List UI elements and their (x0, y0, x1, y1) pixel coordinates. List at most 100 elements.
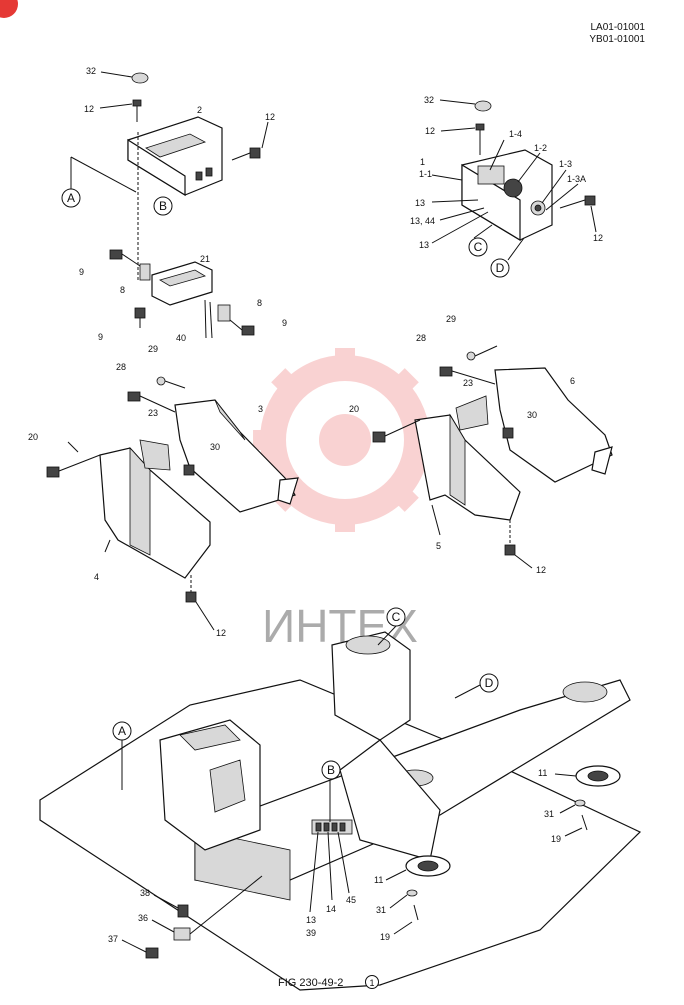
leaders-right-console (431, 139, 579, 261)
control-tower-left (159, 719, 261, 851)
part-label: 38 (140, 888, 150, 898)
part-label: 11 (538, 768, 547, 778)
caption-text: FIG 230-49-2 (278, 977, 343, 989)
part-label: 39 (306, 928, 316, 938)
svg-text:B: B (327, 763, 335, 777)
part-label: 3 (258, 404, 263, 414)
corner-red-mark (0, 0, 18, 18)
callout-c-top: C (468, 237, 488, 257)
part-label: 23 (463, 378, 473, 388)
part-label: 14 (326, 904, 336, 914)
part-label: 29 (148, 344, 158, 354)
part-label: 8 (120, 285, 125, 295)
callout-b-top: B (153, 196, 173, 216)
part-label: 12 (84, 104, 94, 114)
part-label: 31 (544, 809, 554, 819)
part-label: 19 (551, 834, 561, 844)
speaker-11-upper (554, 765, 621, 837)
hardware-left-mid (46, 376, 215, 631)
part-label: 4 (94, 572, 99, 582)
latch-36-37-38 (121, 875, 263, 959)
console-panel-left (127, 116, 223, 197)
svg-text:D: D (485, 676, 494, 690)
callout-c-bottom: C (386, 607, 406, 627)
figure-caption: FIG 230-49-2 1 (278, 975, 379, 989)
callout-d-top: D (490, 258, 510, 278)
model-code-1: LA01-01001 (591, 22, 646, 33)
part-label: 2 (197, 105, 202, 115)
svg-text:A: A (118, 724, 126, 738)
control-tower-right (331, 631, 441, 861)
part-label: 30 (527, 410, 537, 420)
screw-12-right-side (559, 195, 597, 233)
part-label: 13 (419, 240, 429, 250)
pad-23-left (139, 439, 171, 471)
part-label: 1-3A (567, 174, 586, 184)
part-label: 23 (148, 408, 158, 418)
svg-text:C: C (474, 240, 483, 254)
part-label: 20 (28, 432, 38, 442)
part-label: 32 (86, 66, 96, 76)
part-label: 8 (257, 298, 262, 308)
part-label: 37 (108, 934, 118, 944)
part-label: 30 (210, 442, 220, 452)
pad-23-right (455, 395, 489, 431)
part-label: 28 (416, 333, 426, 343)
callout-a-top: A (61, 188, 81, 208)
switch-block-21 (139, 261, 231, 339)
bracket-3 (174, 399, 299, 513)
part-label: 9 (282, 318, 287, 328)
part-label: 12 (536, 565, 546, 575)
part-label: 36 (138, 913, 148, 923)
side-panel-5 (414, 413, 521, 521)
hardware-right-mid (372, 345, 533, 569)
part-label: 12 (265, 112, 275, 122)
bolts-9-left (109, 249, 255, 336)
speaker-11-lower (385, 855, 451, 935)
part-label: 12 (216, 628, 226, 638)
part-label: 28 (116, 362, 126, 372)
part-label: 9 (79, 267, 84, 277)
part-label: 1-4 (509, 129, 522, 139)
part-label: 6 (570, 376, 575, 386)
switch-row-13-14-45 (309, 819, 353, 913)
svg-text:D: D (496, 261, 505, 275)
part-label: 1-1 (419, 169, 432, 179)
callout-a-bottom: A (112, 721, 132, 741)
part-number-labels: 32 12 2 12 21 9 8 8 9 40 9 32 12 1-4 1-2… (28, 66, 603, 944)
part-label: 31 (376, 905, 386, 915)
part-label: 13 (306, 915, 316, 925)
part-label: 40 (176, 333, 186, 343)
part-label: 1-3 (559, 159, 572, 169)
caption-circle (365, 975, 379, 989)
part-label: 32 (424, 95, 434, 105)
model-code-2: YB01-01001 (589, 34, 645, 45)
leader-a-top (70, 156, 137, 193)
part-label: 12 (425, 126, 435, 136)
part-label: 20 (349, 404, 359, 414)
knob-cap-32-left (100, 71, 149, 84)
bracket-6 (494, 367, 613, 483)
caption-circled-number: 1 (369, 978, 374, 988)
watermark-gear-logo (253, 348, 437, 532)
part-label: 19 (380, 932, 390, 942)
part-label: 1 (420, 157, 425, 167)
part-label: 21 (200, 254, 210, 264)
part-label: 13 (415, 198, 425, 208)
screw-12-side (231, 121, 269, 161)
part-label: 11 (374, 875, 383, 885)
side-panel-4 (99, 446, 211, 579)
part-label: 12 (593, 233, 603, 243)
screw-12-right-top (440, 123, 485, 155)
leader-c-bottom (377, 625, 397, 646)
part-label: 13, 44 (410, 216, 435, 226)
part-label: 45 (346, 895, 356, 905)
screw-12-left (99, 99, 142, 122)
callout-d-bottom: D (479, 673, 499, 693)
leader-d-bottom (454, 684, 481, 699)
svg-text:A: A (67, 191, 75, 205)
part-label: 29 (446, 314, 456, 324)
part-label: 5 (436, 541, 441, 551)
